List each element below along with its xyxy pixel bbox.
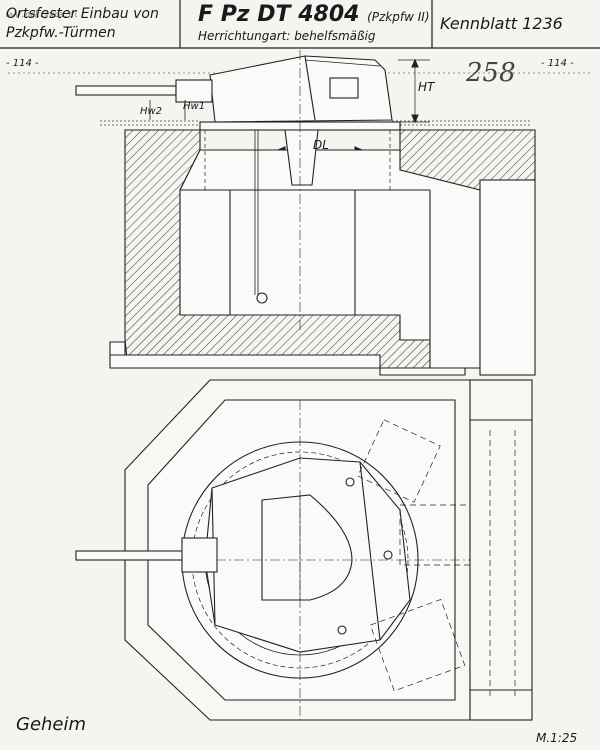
section-marker-left: - 114 - [6, 58, 39, 69]
label-ht: HT [418, 80, 435, 94]
title-left-line2: Pzkpfw.-Türmen [6, 25, 116, 41]
label-dl: DL [313, 138, 329, 152]
drawing-title-main: F Pz DT 4804 [198, 2, 360, 27]
watermark-text: www.odkrywca.pl [6, 10, 79, 19]
label-hw2: Hw2 [140, 106, 163, 117]
title-block: www.odkrywca.pl Ortsfester Einbau von Pz… [0, 0, 600, 48]
plan-view [75, 379, 533, 721]
section-marker-right: - 114 - [541, 58, 574, 69]
drawing-title-type: (Pzkpfw II) [367, 10, 430, 24]
sheet-number: Kennblatt 1236 [440, 14, 563, 33]
scale-label: M.1:25 [536, 731, 578, 745]
title-left-line1: Ortsfester Einbau von [6, 6, 159, 22]
pencil-number: 258 [466, 58, 516, 88]
drawing-title: F Pz DT 4804 (Pzkpfw II) [198, 2, 430, 27]
drawing-subtitle: Herrichtungart: behelfsmäßig [198, 29, 376, 43]
header-frame [0, 0, 600, 49]
side-section-view [8, 50, 590, 376]
label-hw1: Hw1 [183, 101, 206, 112]
classification-label: Geheim [16, 714, 87, 735]
